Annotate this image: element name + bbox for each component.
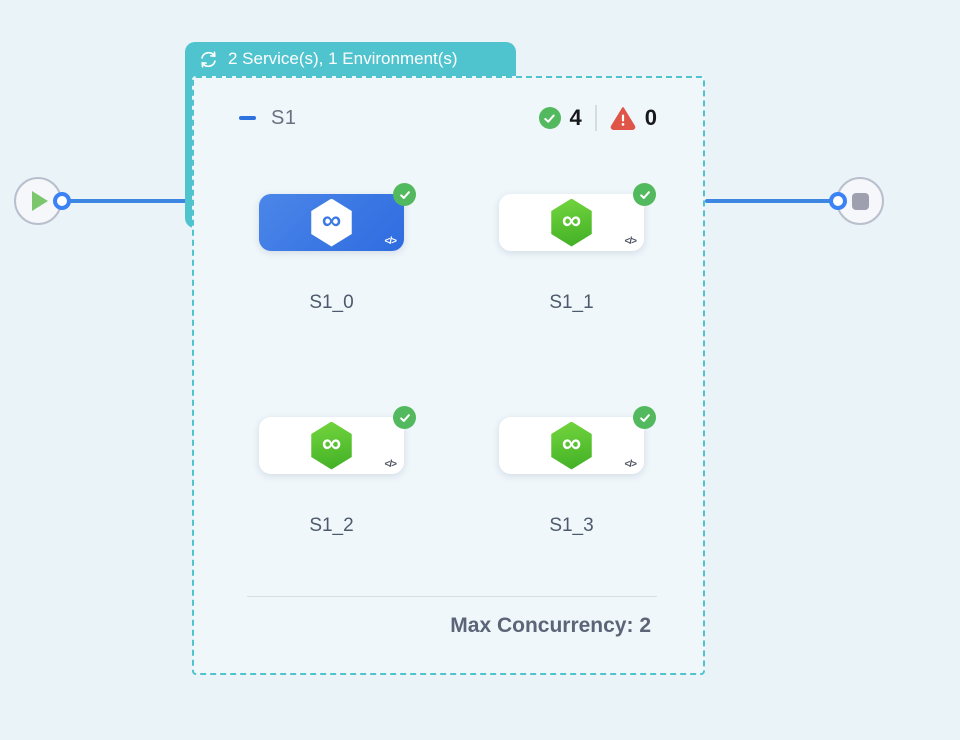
infinity-icon: ∞ [321, 205, 342, 235]
code-icon: </> [624, 236, 638, 247]
loop-icon [201, 50, 216, 68]
group-status-counts: 4 0 [538, 105, 657, 131]
collapse-minus-icon [239, 116, 256, 120]
tile-label: S1_1 [549, 292, 594, 313]
tile-label: S1_3 [549, 515, 594, 536]
code-icon: </> [624, 459, 638, 470]
group-collapse-toggle[interactable]: S1 [239, 107, 296, 130]
stop-icon [851, 192, 869, 210]
infinity-icon: ∞ [561, 428, 582, 458]
service-hexagon-icon: ∞ [311, 421, 352, 470]
code-icon: </> [384, 236, 398, 247]
infinity-icon: ∞ [321, 428, 342, 458]
edge-start-to-group [60, 199, 192, 203]
matrix-group-container: S1 4 0 ∞ [192, 76, 705, 675]
success-count: 4 [569, 105, 582, 130]
tile-label: S1_2 [309, 515, 354, 536]
tile-success-badge-icon [633, 183, 656, 206]
max-concurrency-label: Max Concurrency: 2 [450, 614, 651, 637]
code-icon: </> [384, 459, 398, 470]
service-hexagon-icon: ∞ [551, 421, 592, 470]
service-hexagon-icon: ∞ [551, 198, 592, 247]
service-tile-s1-0[interactable]: ∞ </> [259, 183, 416, 251]
tile-label: S1_0 [309, 292, 354, 313]
error-warning-icon [610, 106, 636, 130]
tile-success-badge-icon [633, 406, 656, 429]
badge-label: 2 Service(s), 1 Environment(s) [228, 49, 458, 68]
infinity-icon: ∞ [561, 205, 582, 235]
start-connector-dot [53, 192, 71, 210]
services-environments-badge[interactable]: 2 Service(s), 1 Environment(s) [185, 42, 516, 76]
footer-divider [247, 596, 657, 597]
service-tile-s1-2[interactable]: ∞ </> [259, 406, 416, 474]
service-tile-s1-3[interactable]: ∞ </> [499, 406, 656, 474]
service-tile-s1-1[interactable]: ∞ </> [499, 183, 656, 251]
tile-success-badge-icon [393, 406, 416, 429]
group-title: S1 [271, 106, 297, 129]
edge-group-to-end [705, 199, 838, 203]
success-count-icon [538, 107, 561, 129]
play-icon [32, 191, 48, 211]
tile-success-badge-icon [393, 183, 416, 206]
end-connector-dot [829, 192, 847, 210]
error-count: 0 [644, 105, 657, 130]
service-hexagon-icon: ∞ [311, 198, 352, 247]
counts-divider [594, 105, 597, 131]
group-header: S1 4 0 [239, 103, 657, 133]
